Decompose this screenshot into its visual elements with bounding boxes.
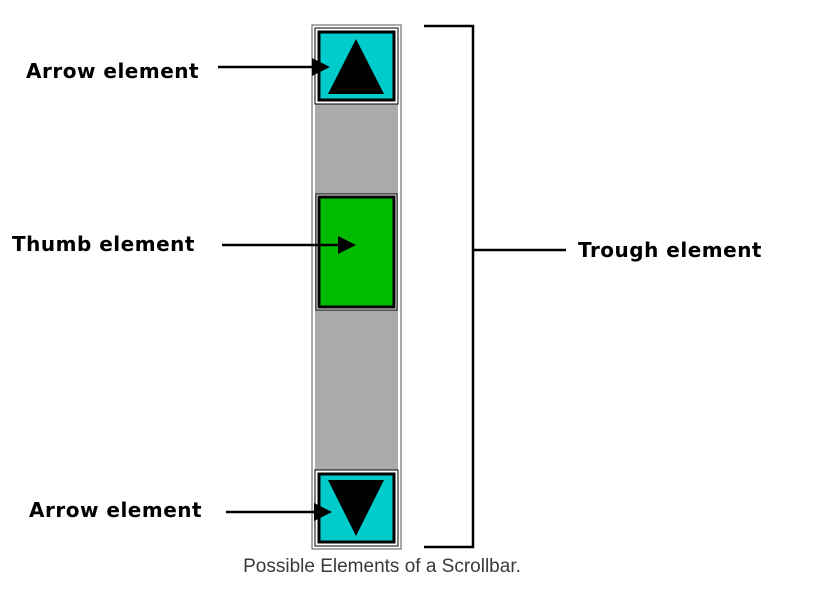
scrollbar [311, 24, 402, 550]
arrow-element-label-top: Arrow element [26, 59, 199, 83]
arrow-element-label-bottom: Arrow element [29, 498, 202, 522]
triangle-down-icon [328, 480, 384, 536]
thumb-element-label: Thumb element [12, 232, 195, 256]
top-arrow-button[interactable] [314, 27, 399, 105]
figure-caption: Possible Elements of a Scrollbar. [243, 556, 521, 577]
pointer-arrow-top [218, 58, 330, 76]
bottom-arrow-button[interactable] [314, 469, 399, 547]
thumb-face [317, 195, 396, 309]
pointer-arrow-thumb [222, 236, 356, 254]
pointer-arrow-bottom [226, 503, 332, 521]
thumb[interactable] [315, 193, 398, 311]
trough-bracket [424, 24, 566, 549]
trough-element-label: Trough element [578, 238, 762, 262]
triangle-up-icon [328, 39, 384, 94]
